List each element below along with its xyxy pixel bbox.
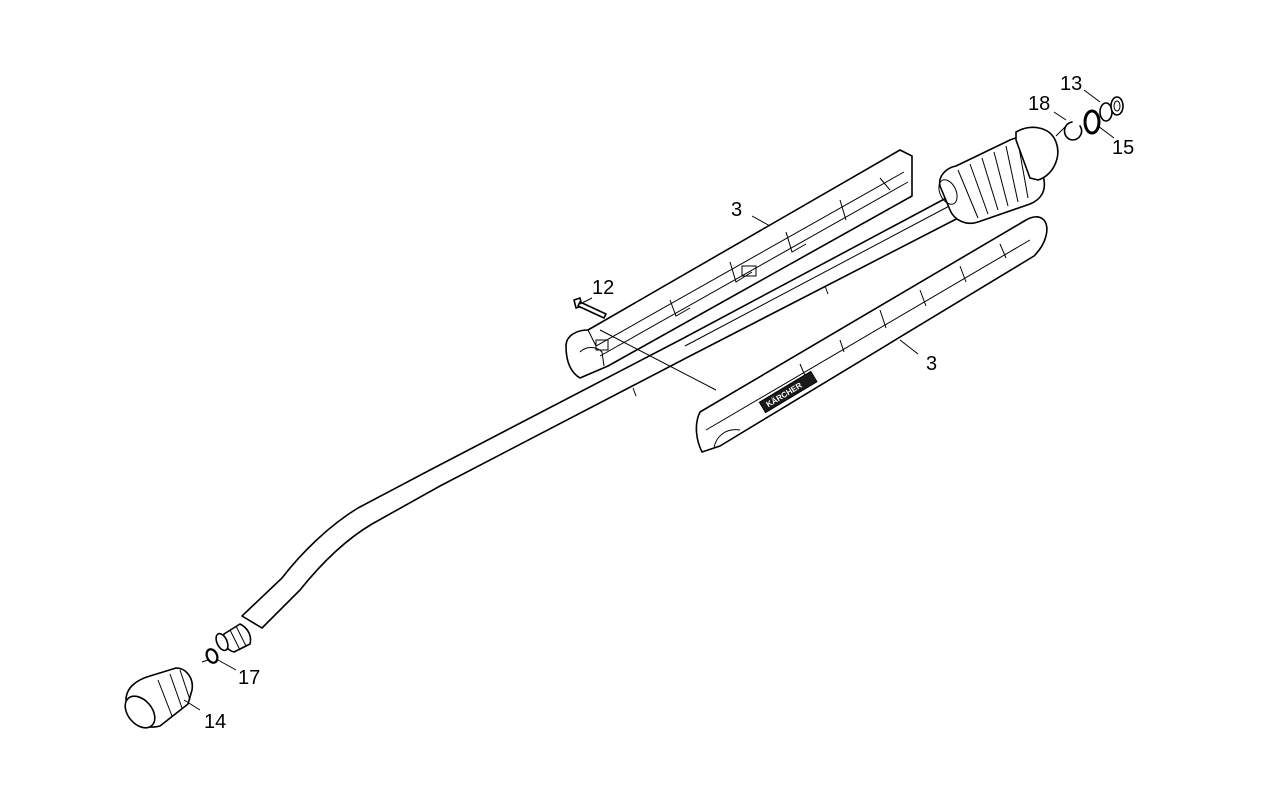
- handle-shell-upper: [565, 149, 913, 379]
- small-o-ring: [205, 648, 219, 664]
- leader-12-to-shell: [599, 329, 717, 391]
- lance-tip: [215, 623, 252, 653]
- leader-12: [579, 297, 593, 305]
- leader-17: [217, 659, 237, 671]
- o-ring: [1083, 109, 1101, 135]
- seal-rings: [1099, 96, 1124, 122]
- handle-shell-lower: KÄRCHER: [695, 216, 1048, 453]
- callout-14: 14: [204, 711, 226, 733]
- cap-nut: [124, 667, 194, 729]
- lance-tube: [241, 195, 967, 629]
- callout-13: 13: [1060, 73, 1082, 95]
- callout-12: 12: [592, 277, 614, 299]
- callout-18: 18: [1028, 93, 1050, 115]
- leader-17-b: [201, 659, 209, 663]
- callout-labels: 3 12 3 13 18 15 17 14: [204, 73, 1134, 733]
- leader-18-b: [1055, 125, 1067, 137]
- leader-15: [1097, 125, 1115, 139]
- leader-18: [1053, 111, 1067, 121]
- screw: [573, 297, 607, 319]
- retaining-clip: [1063, 121, 1083, 141]
- leader-14: [183, 699, 201, 711]
- callout-3-upper: 3: [731, 199, 742, 221]
- leader-3-upper: [751, 215, 771, 227]
- callout-3-lower: 3: [926, 353, 937, 375]
- leader-3-lower: [899, 339, 919, 355]
- leader-lines: [183, 89, 1115, 711]
- lance-body-connector: [938, 126, 1059, 225]
- callout-17: 17: [238, 667, 260, 689]
- leader-13: [1083, 89, 1101, 103]
- callout-15: 15: [1112, 137, 1134, 159]
